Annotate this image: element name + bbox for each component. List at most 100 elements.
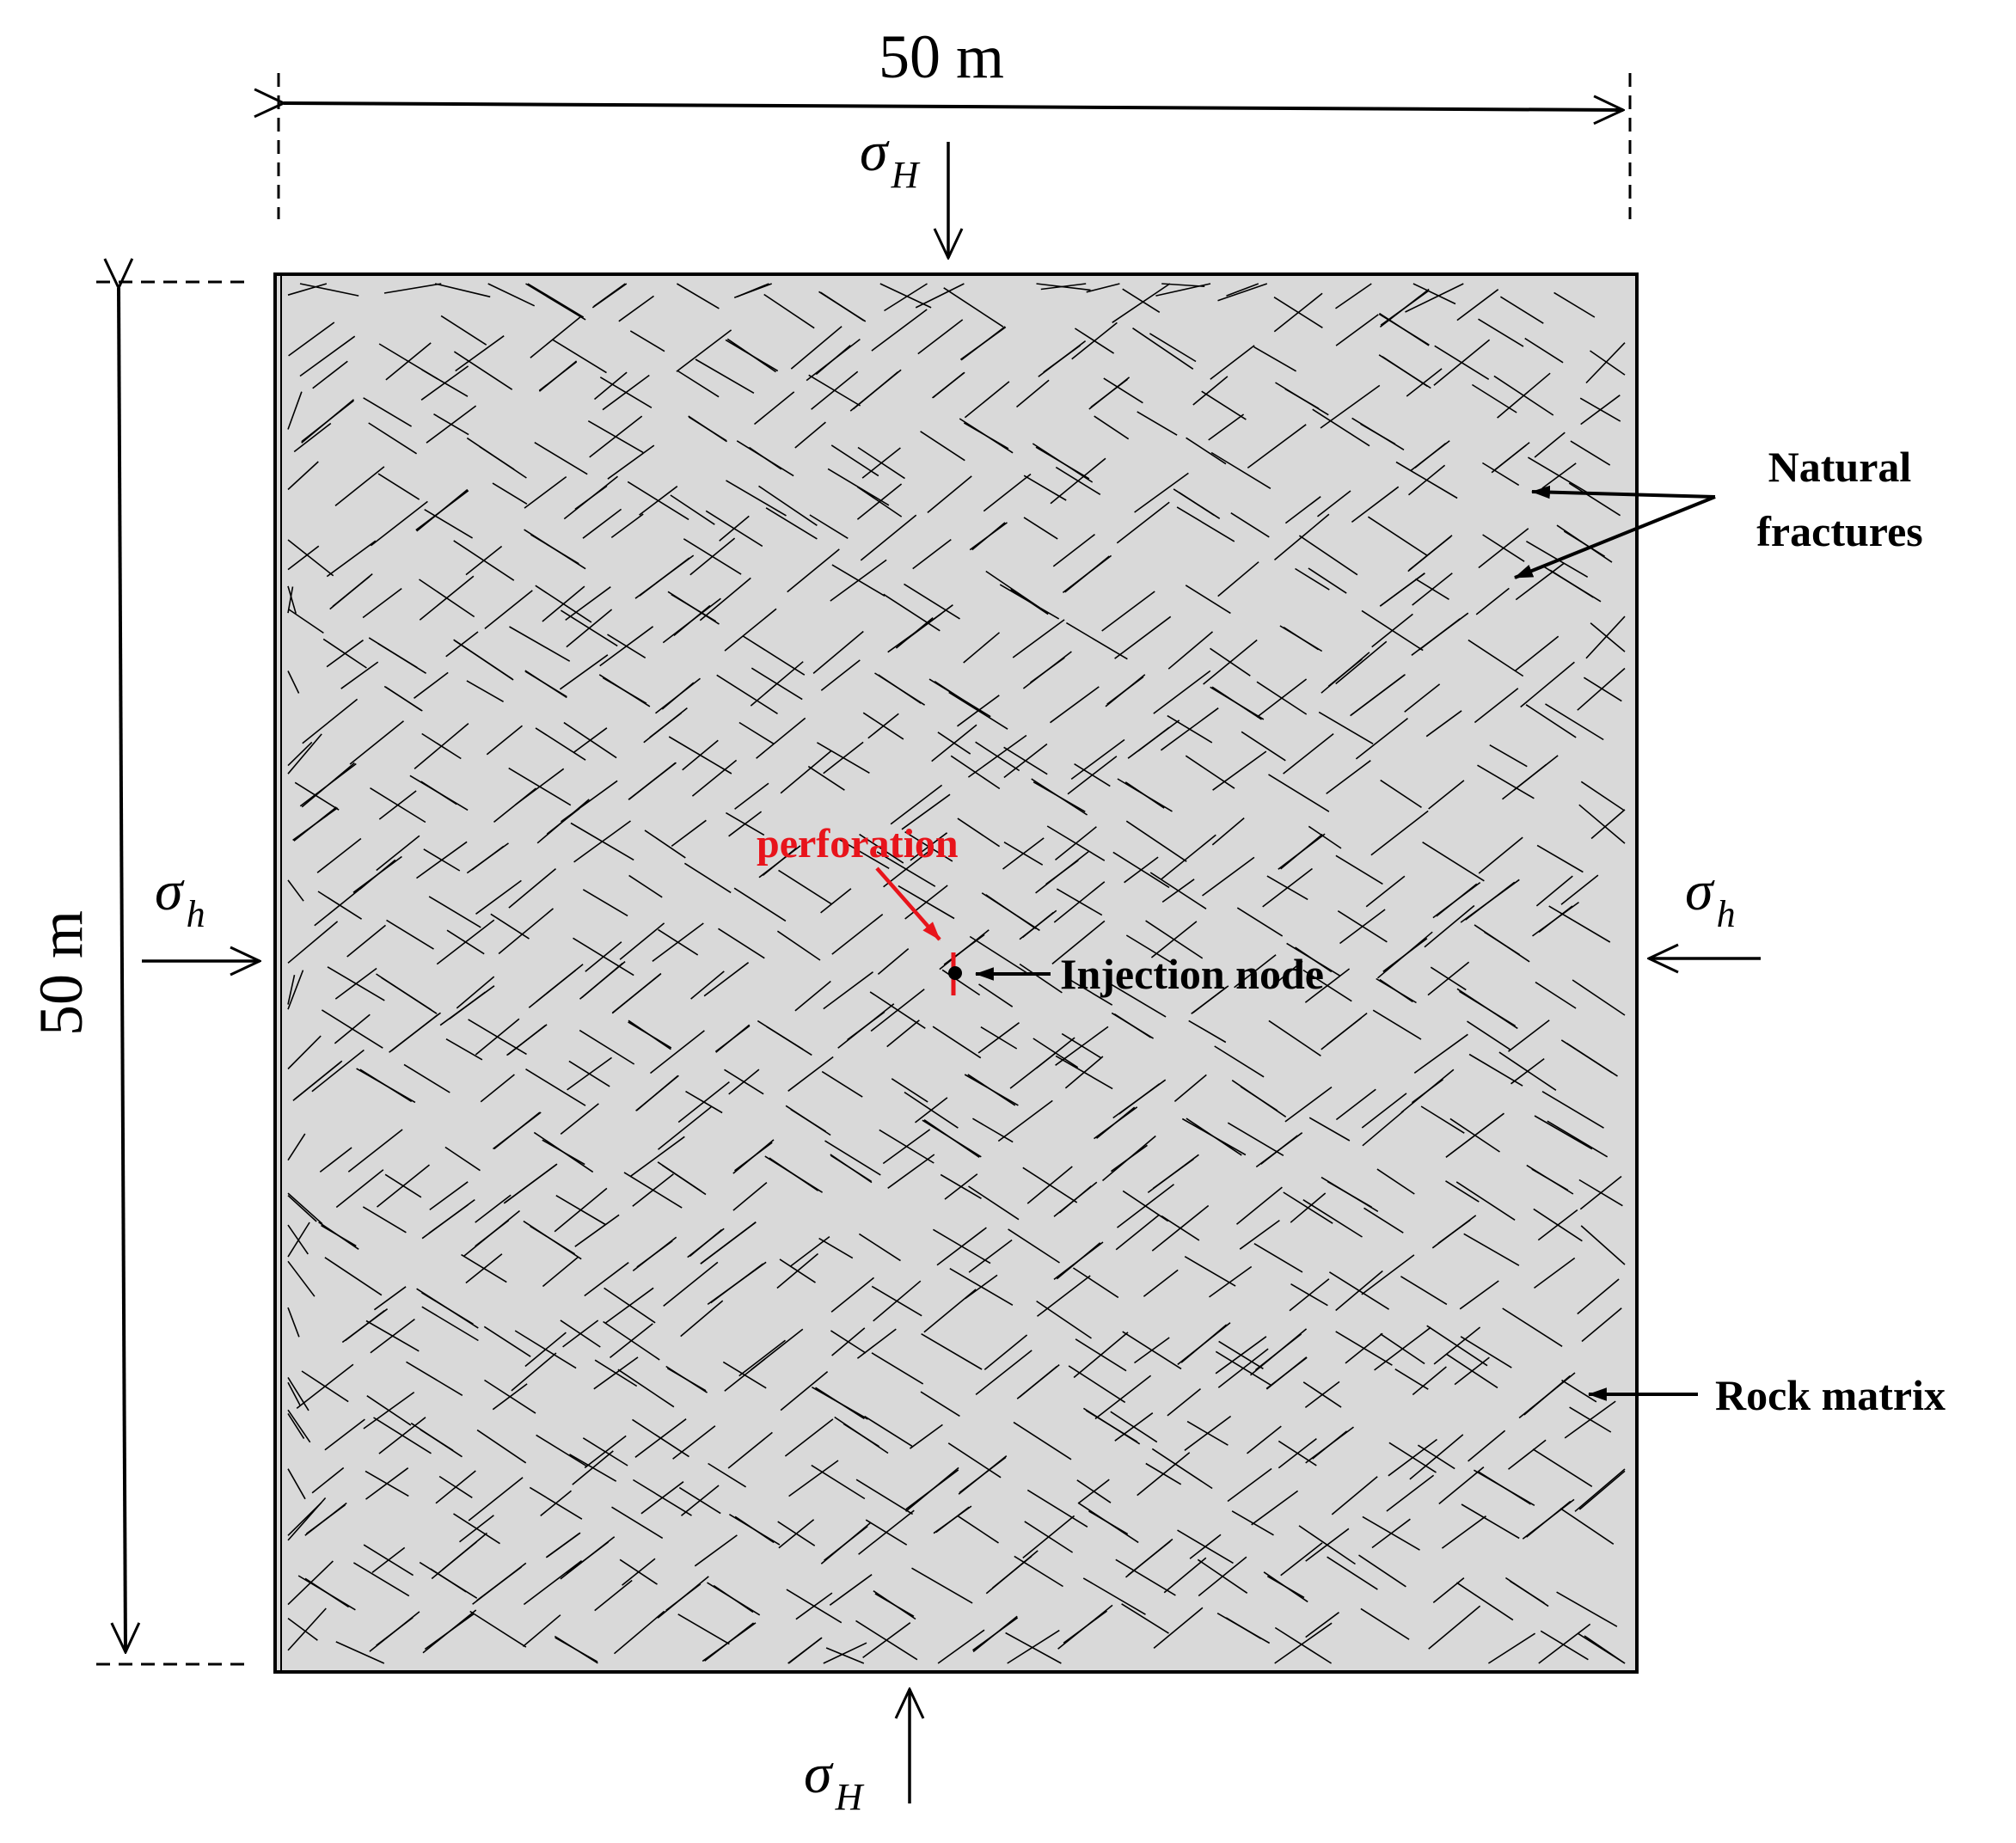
natural-fracture <box>1337 910 1388 943</box>
natural-fracture <box>591 283 628 309</box>
natural-fracture <box>831 1327 866 1356</box>
natural-fracture <box>1067 756 1118 795</box>
natural-fracture <box>1002 837 1045 870</box>
natural-fracture <box>1482 534 1525 562</box>
natural-fracture <box>1473 1469 1535 1506</box>
natural-fracture <box>1088 1510 1129 1535</box>
natural-fracture <box>1110 1411 1158 1443</box>
natural-fracture <box>1305 1612 1339 1638</box>
natural-fracture <box>1227 1122 1284 1156</box>
natural-fracture <box>1502 755 1559 800</box>
natural-fracture <box>294 1062 341 1100</box>
natural-fracture <box>1094 415 1130 440</box>
natural-fracture <box>1563 530 1606 557</box>
natural-fracture <box>1536 844 1584 873</box>
natural-fracture <box>424 509 474 539</box>
natural-fracture <box>1538 1623 1591 1664</box>
natural-fracture <box>1114 615 1172 659</box>
natural-fracture <box>1406 368 1443 397</box>
natural-fracture <box>287 741 313 767</box>
natural-fracture <box>1055 1055 1113 1090</box>
natural-fracture <box>1460 1336 1512 1368</box>
natural-fracture <box>690 970 725 1000</box>
natural-fracture <box>368 422 418 455</box>
natural-fracture <box>779 1258 816 1283</box>
natural-fracture <box>1094 1375 1152 1420</box>
natural-fracture <box>1019 963 1063 994</box>
natural-fracture <box>1327 1017 1362 1045</box>
natural-fracture <box>1579 1175 1622 1210</box>
natural-fracture <box>1351 417 1405 450</box>
natural-fracture <box>1371 613 1413 648</box>
natural-fracture <box>1468 639 1524 677</box>
natural-fracture <box>1009 1051 1057 1089</box>
natural-fracture <box>1534 1257 1576 1289</box>
natural-fracture <box>416 1288 479 1329</box>
natural-fracture <box>627 481 689 521</box>
natural-fracture <box>643 707 688 744</box>
natural-fracture <box>809 514 849 539</box>
natural-fracture <box>1253 346 1296 372</box>
natural-fracture <box>1153 1607 1204 1650</box>
perforation-label: perforation <box>757 821 959 866</box>
natural-fracture <box>542 1256 579 1288</box>
natural-fractures-arrow-lower <box>1513 495 1716 579</box>
natural-fracture <box>1335 1331 1393 1366</box>
natural-fracture <box>778 1519 815 1549</box>
natural-fracture <box>856 486 903 517</box>
natural-fracture <box>322 638 367 669</box>
natural-fracture <box>1053 881 1106 923</box>
natural-fracture <box>1305 1426 1354 1464</box>
natural-fracture <box>362 1206 407 1234</box>
natural-fracture <box>821 1070 863 1098</box>
natural-fracture <box>1590 809 1626 840</box>
natural-fracture <box>1053 1181 1098 1217</box>
natural-fracture <box>508 867 557 909</box>
natural-fracture <box>469 1610 527 1648</box>
natural-fracture <box>1520 661 1575 708</box>
natural-fracture <box>823 1642 867 1664</box>
natural-fracture <box>593 371 628 401</box>
natural-fracture <box>1468 1053 1523 1087</box>
natural-fracture <box>635 1075 679 1111</box>
natural-fracture <box>299 283 359 297</box>
natural-fracture <box>948 691 1008 730</box>
natural-fracture <box>1019 1365 1058 1398</box>
natural-fracture <box>1241 731 1286 762</box>
natural-fracture <box>560 609 618 647</box>
natural-fracture <box>871 1285 922 1317</box>
natural-fracture <box>628 1021 672 1049</box>
natural-fracture <box>334 967 377 1000</box>
natural-fracture <box>1249 1328 1308 1376</box>
natural-fracture <box>1568 482 1621 517</box>
natural-fracture <box>534 442 588 475</box>
natural-fracture <box>1155 283 1211 297</box>
natural-fracture <box>1583 677 1622 702</box>
natural-fracture <box>1201 390 1247 420</box>
natural-fracture <box>1335 1088 1376 1121</box>
natural-fractures-label-line1: Natural <box>1768 443 1912 491</box>
natural-fracture <box>1522 1498 1575 1540</box>
natural-fracture <box>594 1579 633 1612</box>
natural-fracture <box>1210 647 1251 677</box>
natural-fracture <box>1432 1577 1465 1604</box>
natural-fracture <box>1362 1111 1404 1147</box>
natural-fracture <box>523 1220 582 1260</box>
natural-fracture <box>1235 1186 1283 1225</box>
natural-fracture <box>287 1412 305 1440</box>
natural-fracture <box>444 1146 481 1172</box>
natural-fracture <box>332 575 371 608</box>
natural-fracture <box>750 661 804 707</box>
rock-matrix-annotation: Rock matrix <box>1587 1371 1946 1419</box>
natural-fracture <box>670 494 715 525</box>
natural-fracture <box>1268 774 1330 812</box>
natural-fracture <box>734 782 769 810</box>
natural-fracture <box>324 1257 383 1296</box>
natural-fracture <box>1405 283 1464 313</box>
natural-fracture <box>927 475 972 514</box>
natural-fracture <box>1422 842 1485 882</box>
natural-fracture <box>950 755 1001 790</box>
natural-fracture <box>579 1029 635 1065</box>
natural-fracture <box>1525 704 1577 738</box>
natural-fracture <box>1061 1032 1102 1059</box>
